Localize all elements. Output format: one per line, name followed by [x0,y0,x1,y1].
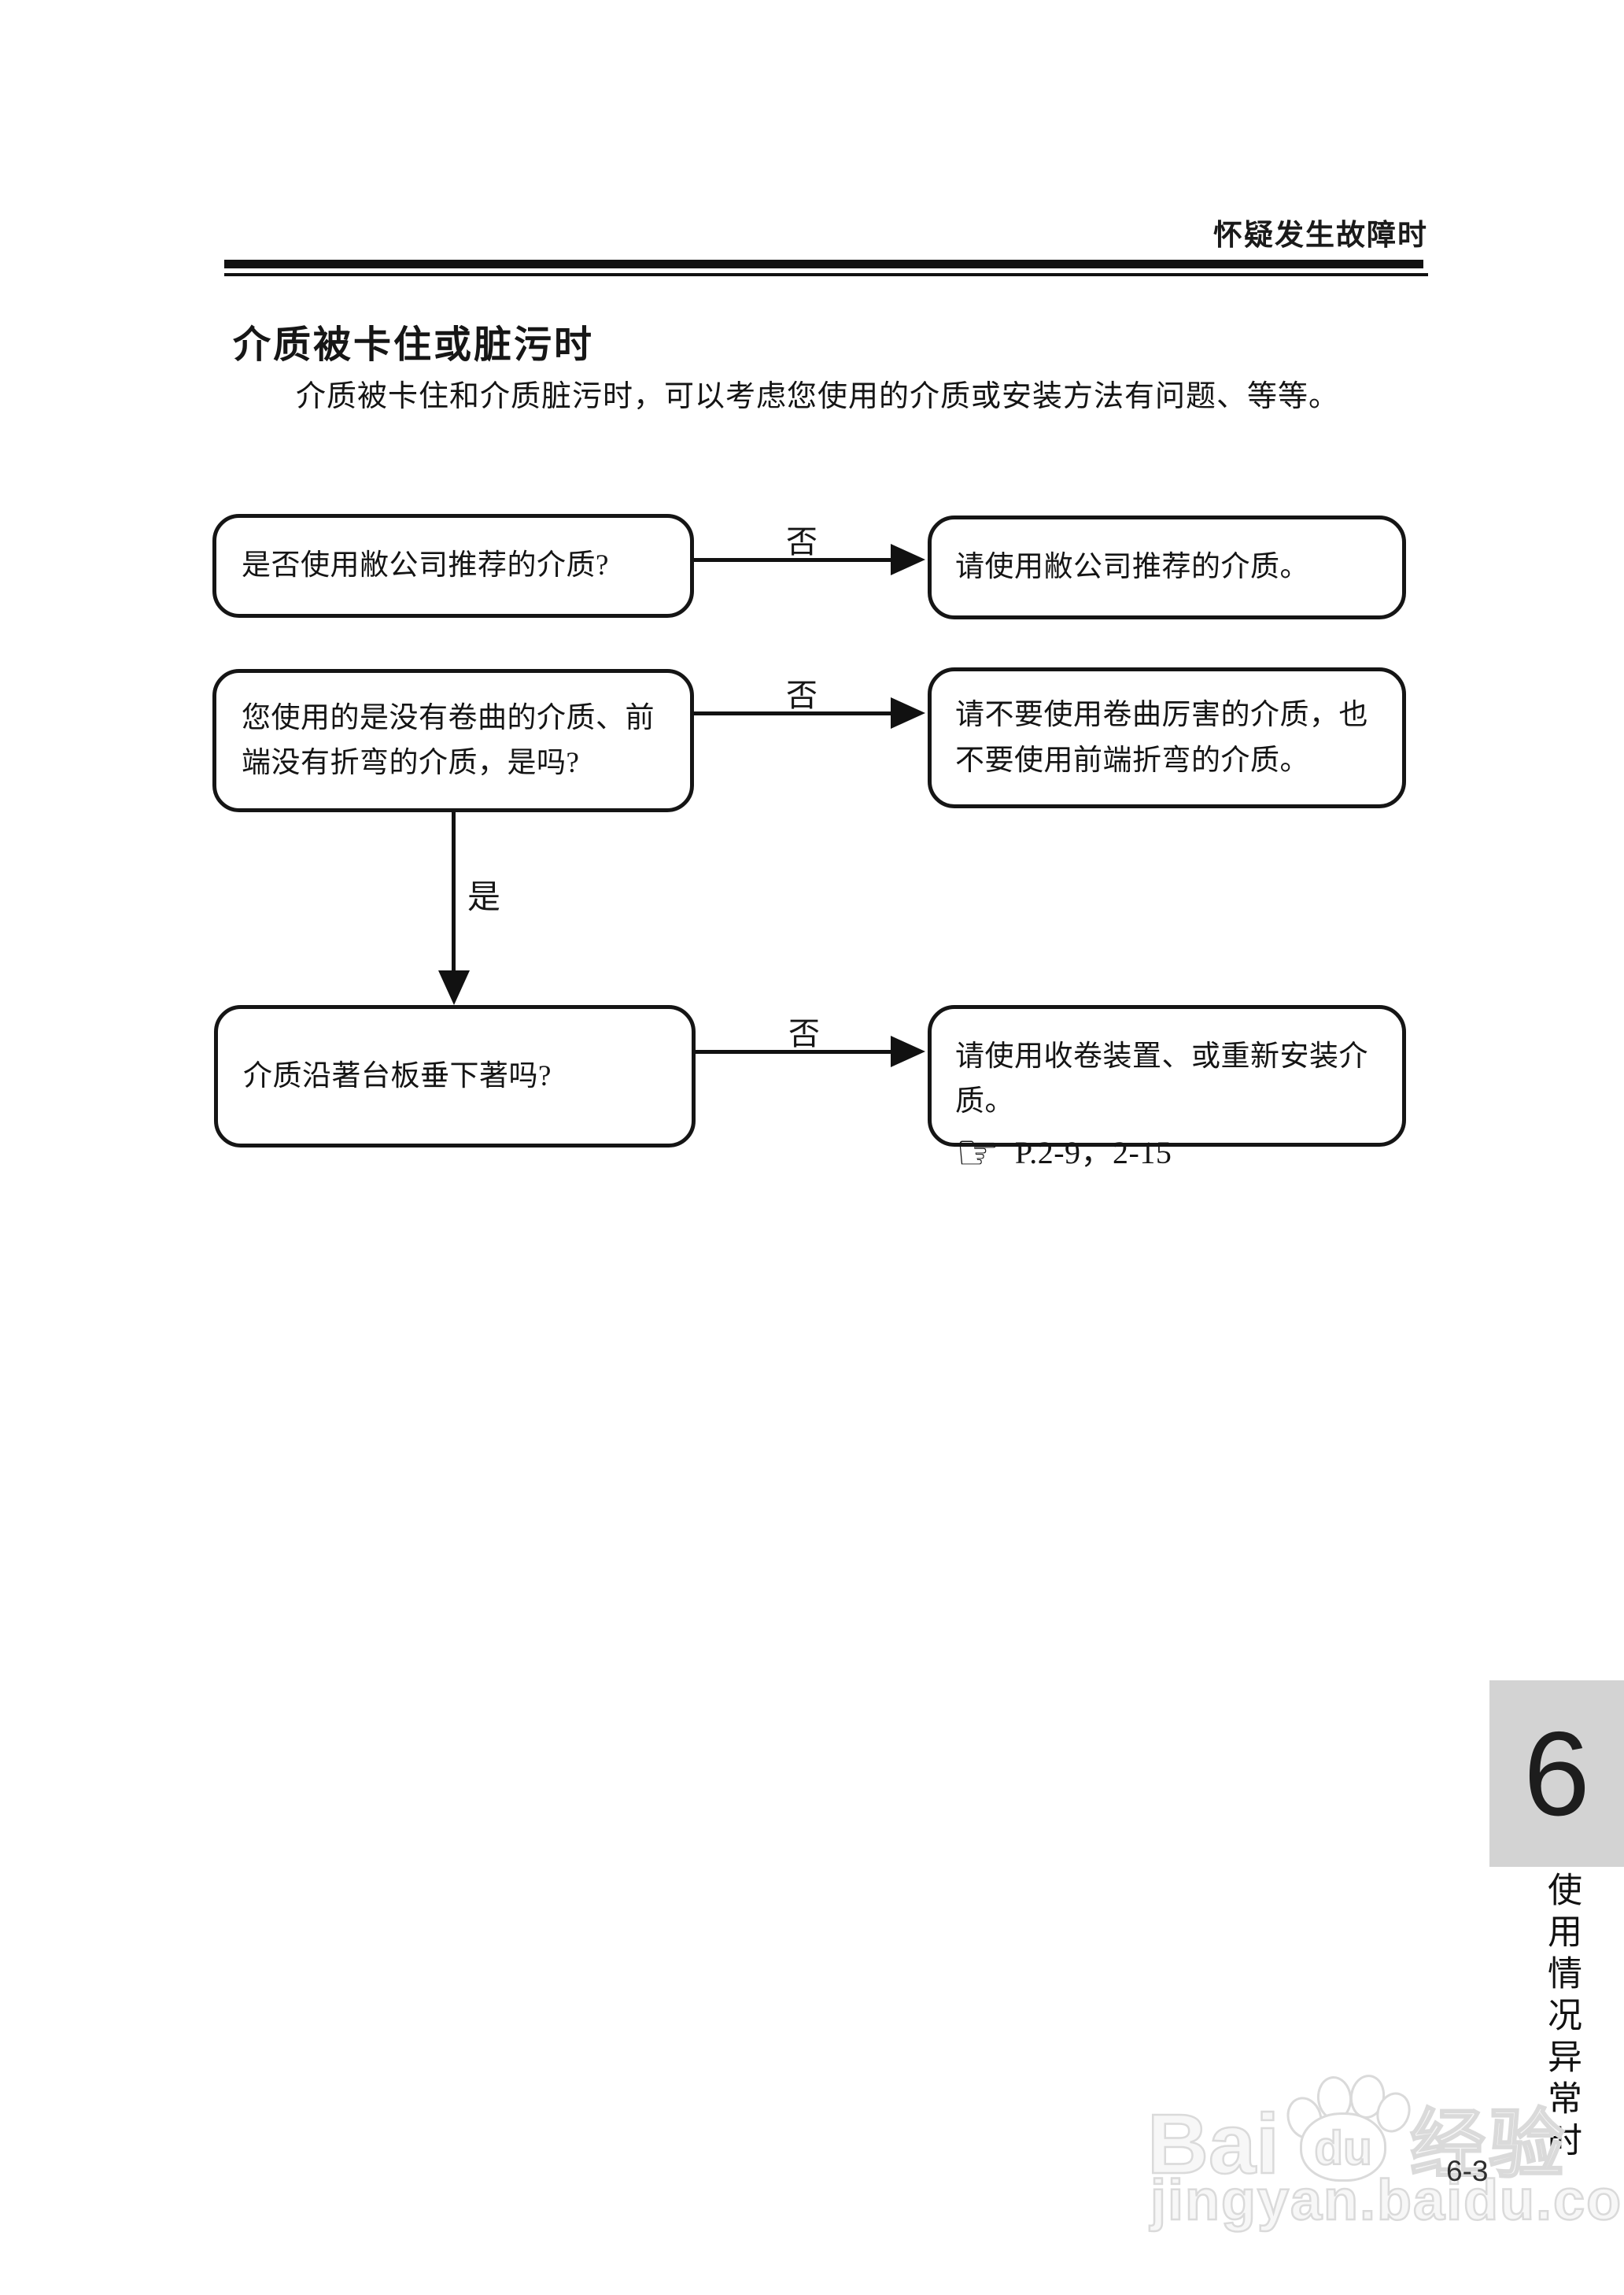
chapter-number: 6 [1523,1706,1590,1841]
flow-answer-text-1: 请使用敝公司推荐的介质。 [955,551,1309,584]
chapter-tab: 6 [1489,1680,1624,1867]
flow-answer-text-3: 请使用收卷装置、或重新安装介质。 [955,1040,1368,1118]
flow-connector-1 [694,558,891,562]
baidu-watermark: Bai du 经验 [1146,2072,1567,2191]
page-reference-row: ☞ P.2-9，2-15 [955,1128,1391,1178]
flow-answer-box-2: 请不要使用卷曲厉害的介质，也不要使用前端折弯的介质。 [928,667,1406,808]
watermark-brand-text: Bai [1146,2096,1281,2191]
flow-question-box-1: 是否使用敝公司推荐的介质? [212,514,694,618]
flow-question-text-2: 您使用的是没有卷曲的介质、前端没有折弯的介质，是吗? [242,701,655,779]
arrow-right-icon-2 [891,697,925,729]
flow-connector-down [452,812,456,971]
flow-connector-3 [696,1050,891,1054]
arrow-right-icon-3 [891,1036,925,1067]
page-number: 6-3 [1446,2155,1489,2187]
flow-question-text-3: 介质沿著台板垂下著吗? [243,1059,552,1092]
flow-answer-box-1: 请使用敝公司推荐的介质。 [928,516,1406,619]
branch-label-no-2: 否 [786,678,818,713]
chapter-vertical-title: 使用情况异常时 [1542,1872,1581,2164]
flow-connector-2 [694,711,891,715]
branch-label-yes: 是 [467,880,501,916]
flow-answer-box-3: 请使用收卷装置、或重新安装介质。 ☞ P.2-9，2-15 [928,1005,1406,1178]
flow-question-box-3: 介质沿著台板垂下著吗? [214,1005,696,1148]
flow-question-text-1: 是否使用敝公司推荐的介质? [242,549,609,582]
pointing-hand-icon: ☞ [955,1123,1001,1182]
watermark-url: jingyan.baidu.com [1150,2169,1624,2232]
page-reference-text: P.2-9，2-15 [1014,1134,1172,1170]
branch-label-no-1: 否 [786,524,818,560]
flow-question-box-2: 您使用的是没有卷曲的介质、前端没有折弯的介质，是吗? [212,669,694,812]
intro-text: 介质被卡住和介质脏污时，可以考虑您使用的介质或安装方法有问题、等等。 [296,380,1340,413]
header-rule-thick [224,260,1423,268]
header-rule-thin [224,273,1428,276]
watermark-du-text: du [1313,2122,1373,2175]
page-title: 介质被卡住或脏污时 [233,324,595,366]
running-header: 怀疑发生故障时 [1213,219,1428,251]
branch-label-no-3: 否 [788,1016,820,1051]
baidu-paw-icon: du [1281,2072,1416,2182]
arrow-right-icon-1 [891,544,925,575]
flow-answer-text-2: 请不要使用卷曲厉害的介质，也不要使用前端折弯的介质。 [955,699,1368,777]
arrow-down-icon [438,970,470,1005]
